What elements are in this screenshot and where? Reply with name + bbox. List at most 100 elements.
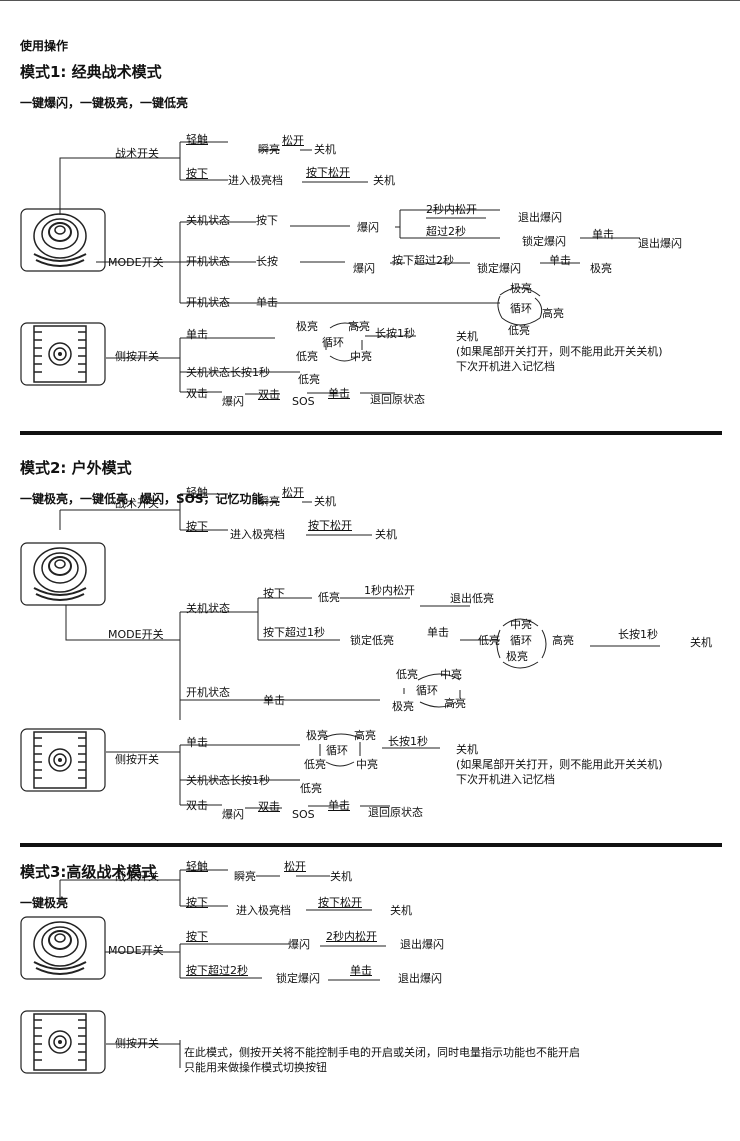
section-divider: [20, 843, 722, 847]
m2-press-release: 按下松开: [308, 519, 352, 532]
m2-side-cycle-bl: 低亮: [304, 758, 326, 771]
m3-exit-strobe: 退出爆闪: [400, 938, 444, 951]
m1-click: 单击: [592, 228, 614, 241]
m1-side-cycle-center: 循环: [322, 336, 344, 349]
m1-cycle-bottom: 低亮: [508, 324, 530, 337]
m1-side-off-long: 关机状态长按1秒: [186, 366, 270, 379]
tail-switch-icon: [20, 916, 106, 980]
m1-tactical-label: 战术开关: [115, 147, 159, 160]
m2-tactical-label: 战术开关: [115, 497, 159, 510]
m2-cycle-a-right: 高亮: [552, 634, 574, 647]
m2-cycle-b-tl: 低亮: [396, 668, 418, 681]
m1-off1: 关机: [314, 143, 336, 156]
m1-off-state: 关机状态: [186, 214, 230, 227]
m2-side-double: 双击: [186, 799, 208, 812]
m2-off: 关机: [690, 636, 712, 649]
m2-click: 单击: [427, 626, 449, 639]
m2-press: 按下: [186, 520, 208, 533]
m2-cycle-a-center: 循环: [510, 634, 532, 647]
m1-side-label: 侧按开关: [115, 350, 159, 363]
m1-side-strobe: 爆闪: [222, 395, 244, 408]
m2-side-long-1s: 长按1秒: [388, 735, 428, 748]
m2-side-cycle-tr: 高亮: [354, 729, 376, 742]
m2-low: 低亮: [318, 591, 340, 604]
m1-side-note2: 下次开机进入记忆档: [456, 360, 555, 373]
m1-side-long-1s: 长按1秒: [375, 327, 415, 340]
top-rule: [0, 0, 740, 1]
m3-tap: 轻触: [186, 860, 208, 873]
m2-off1: 关机: [314, 495, 336, 508]
m3-instant: 瞬亮: [234, 870, 256, 883]
m3-side-note2: 只能用来做操作模式切换按钮: [184, 1061, 327, 1074]
mode2-title: 模式2: 户外模式: [20, 459, 132, 477]
m1-on-state: 开机状态: [186, 255, 230, 268]
usage-heading: 使用操作: [20, 39, 69, 53]
m2-cycle-b-center: 循环: [416, 684, 438, 697]
m1-side-cycle-tl: 极亮: [296, 320, 318, 333]
m2-lock-low: 锁定低亮: [350, 634, 394, 647]
m1-side-off: 关机: [456, 330, 478, 343]
m2-press-over-1s: 按下超过1秒: [263, 626, 325, 639]
m1-max: 极亮: [590, 262, 612, 275]
m2-long-1s: 长按1秒: [618, 628, 658, 641]
m1-side-cycle-bl: 低亮: [296, 350, 318, 363]
m1-side-cycle-br: 中亮: [350, 350, 372, 363]
m2-enter-max: 进入极亮档: [230, 528, 285, 541]
m3-press-over-2s: 按下超过2秒: [186, 964, 248, 977]
m3-press-release: 按下松开: [318, 896, 362, 909]
m2-side-restore: 退回原状态: [368, 806, 423, 819]
m1-exit-strobe: 退出爆闪: [518, 211, 562, 224]
m2-tap: 轻触: [186, 486, 208, 499]
m3-mode-label: MODE开关: [108, 944, 164, 957]
m2-side-click: 单击: [186, 736, 208, 749]
m1-side-click: 单击: [186, 328, 208, 341]
m2-click2: 单击: [263, 694, 285, 707]
m1-lock-strobe2: 锁定爆闪: [477, 262, 521, 275]
side-switch-icon: [20, 728, 106, 792]
m1-side-low: 低亮: [298, 373, 320, 386]
m3-press: 按下: [186, 896, 208, 909]
m1-cycle-top: 极亮: [510, 282, 532, 295]
side-switch-icon: [20, 322, 106, 386]
m3-click: 单击: [350, 964, 372, 977]
m2-side-double2: 双击: [258, 800, 280, 813]
mode1-title: 模式1: 经典战术模式: [20, 63, 162, 81]
m1-strobe: 爆闪: [357, 221, 379, 234]
m1-side-restore: 退回原状态: [370, 393, 425, 406]
m2-side-off-long: 关机状态长按1秒: [186, 774, 270, 787]
m1-tap: 轻触: [186, 133, 208, 146]
m3-exit-strobe2: 退出爆闪: [398, 972, 442, 985]
section-divider: [20, 431, 722, 435]
m2-cycle-a-bottom: 极亮: [506, 650, 528, 663]
m2-off2: 关机: [375, 528, 397, 541]
m1-mode-label: MODE开关: [108, 256, 164, 269]
m1-click3: 单击: [256, 296, 278, 309]
m1-on-state2: 开机状态: [186, 296, 230, 309]
m1-over-2s: 超过2秒: [426, 225, 466, 238]
m2-side-note2: 下次开机进入记忆档: [456, 773, 555, 786]
m3-side-note1: 在此模式，侧按开关将不能控制手电的开启或关闭，同时电量指示功能也不能开启: [184, 1046, 580, 1059]
m2-side-off: 关机: [456, 743, 478, 756]
m2-instant: 瞬亮: [258, 495, 280, 508]
m2-press: 按下: [263, 587, 285, 600]
m3-side-label: 侧按开关: [115, 1037, 159, 1050]
m1-exit-strobe2: 退出爆闪: [638, 237, 682, 250]
m3-enter-max: 进入极亮档: [236, 904, 291, 917]
m1-cycle-right: 高亮: [542, 307, 564, 320]
m2-side-note1: (如果尾部开关打开，则不能用此开关关机): [456, 758, 663, 771]
m1-side-cycle-tr: 高亮: [348, 320, 370, 333]
m1-strobe2: 爆闪: [353, 262, 375, 275]
m2-cycle-a-left: 低亮: [478, 634, 500, 647]
mode3-title: 模式3:高级战术模式: [20, 863, 157, 881]
m3-off1: 关机: [330, 870, 352, 883]
side-switch-icon: [20, 1010, 106, 1074]
m1-click2: 单击: [549, 254, 571, 267]
m2-side-cycle-tl: 极亮: [306, 729, 328, 742]
m1-cycle-center: 循环: [510, 302, 532, 315]
m1-enter-max: 进入极亮档: [228, 174, 283, 187]
m1-off2: 关机: [373, 174, 395, 187]
m1-side-click2: 单击: [328, 387, 350, 400]
m1-press: 按下: [186, 167, 208, 180]
m1-side-sos: SOS: [292, 395, 315, 408]
m3-off2: 关机: [390, 904, 412, 917]
